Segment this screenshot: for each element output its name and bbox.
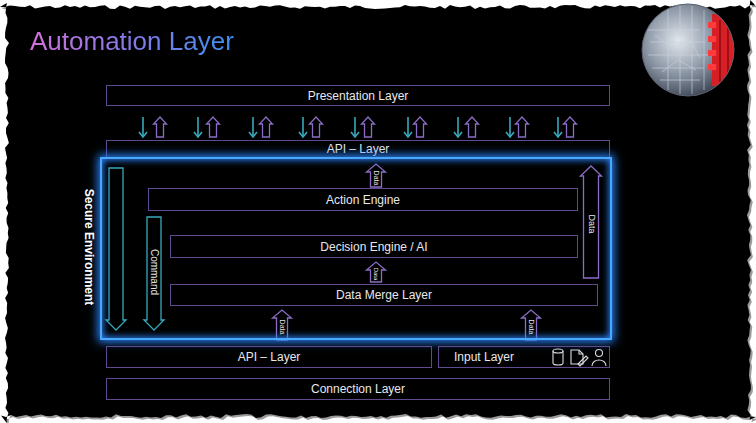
flow-arrow — [506, 117, 514, 137]
flow-arrow — [139, 117, 147, 137]
layer-band: Presentation Layer — [106, 85, 610, 106]
layer-band: Connection Layer — [106, 378, 610, 400]
flow-arrow — [454, 117, 462, 137]
secure-region: Secure EnvironmentAction EngineDecision … — [100, 157, 612, 340]
engine-box: Decision Engine / AI — [170, 235, 578, 258]
block-arrow — [144, 217, 164, 330]
block-arrow — [106, 168, 126, 330]
block-arrow — [154, 117, 167, 137]
layer-label: API – Layer — [327, 142, 390, 156]
layer-band: API – Layer — [106, 140, 610, 158]
block-arrow — [310, 117, 323, 137]
layer-label: Input Layer — [454, 350, 514, 364]
globe-illustration — [642, 4, 752, 96]
block-arrow — [260, 117, 273, 137]
flow-arrow — [351, 117, 359, 137]
block-arrow — [522, 310, 541, 340]
arrow-label: Command — [149, 248, 159, 294]
block-arrow — [367, 164, 386, 187]
block-arrow — [466, 117, 479, 137]
region-label: Secure Environment — [82, 189, 96, 306]
arrow-label: Data — [528, 320, 535, 335]
block-arrow — [207, 117, 220, 137]
layer-label: Action Engine — [326, 193, 400, 207]
arrow-label: Data — [373, 170, 380, 185]
block-arrow — [516, 117, 529, 137]
layer-label: Connection Layer — [311, 382, 405, 396]
flow-arrow — [194, 117, 202, 137]
layer-label: Data Merge Layer — [336, 288, 432, 302]
flow-arrow — [249, 117, 257, 137]
block-arrow — [414, 117, 427, 137]
block-arrow — [581, 166, 602, 278]
engine-box: Action Engine — [148, 188, 578, 211]
block-arrow — [273, 310, 292, 340]
flow-arrow — [404, 117, 412, 137]
block-arrow — [367, 262, 386, 282]
arrow-label: Data — [279, 320, 286, 335]
block-arrow — [564, 117, 577, 137]
flow-arrow — [554, 117, 562, 137]
layer-label: API – Layer — [238, 350, 301, 364]
layer-label: Presentation Layer — [308, 89, 409, 103]
diagram-title: Automation Layer — [30, 26, 234, 56]
arrow-label: Data — [373, 268, 379, 281]
flow-arrow — [299, 117, 307, 137]
layer-label: Decision Engine / AI — [320, 240, 427, 254]
layer-box: Data Merge Layer — [170, 284, 598, 306]
input-icons — [553, 349, 606, 366]
block-arrow — [362, 117, 375, 137]
layer-band: API – Layer — [106, 346, 432, 368]
arrow-label: Data — [587, 214, 596, 233]
input-box: Input Layer — [438, 346, 610, 368]
